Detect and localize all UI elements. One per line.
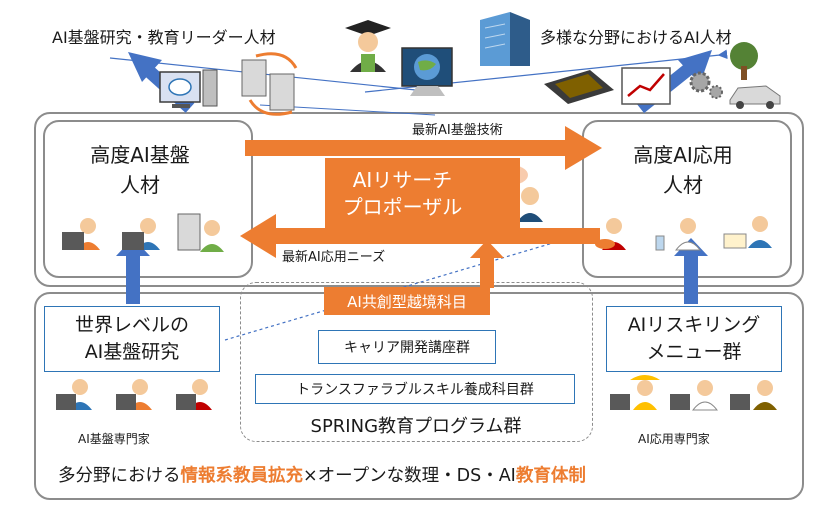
transferable-group-label: トランスファラブルスキル養成科目群 (296, 382, 534, 398)
worker-icon (610, 375, 777, 411)
brain-monitor-icon (159, 69, 218, 108)
spring-program-label: SPRING教育プログラム群 (310, 416, 522, 437)
ai-reskilling-box: AIリスキリング メニュー群 (606, 306, 782, 372)
ai-research-proposal-box: AIリサーチ プロポーザル (325, 158, 520, 230)
arrow-top-label: 最新AI基盤技術 (412, 123, 503, 138)
blue-arrow-right-up-shaft (684, 254, 698, 304)
person-at-pc-icon (62, 218, 160, 250)
career-group-label: キャリア開発講座群 (344, 340, 470, 356)
bottom-statement: 多分野における情報系教員拡充×オープンな数理・DS・AI教育体制 (58, 462, 586, 487)
orange-arrow-up-shaft (480, 255, 494, 288)
right-experts-label: AI応用専門家 (638, 432, 710, 446)
orange-arrow-left-head (240, 214, 276, 258)
world-level-research-box: 世界レベルの AI基盤研究 (44, 306, 220, 372)
building-icon (480, 12, 530, 66)
orange-arrow-up-head (470, 240, 504, 258)
blue-arrow-left-up-shaft (126, 254, 140, 304)
right-box-title: 高度AI応用 人材 (633, 143, 733, 197)
car-icon (729, 85, 781, 109)
globe-monitor-icon (401, 47, 453, 96)
blue-arrow-top-left-head (128, 52, 162, 82)
cross-subject-label: AI共創型越境科目 (347, 292, 467, 311)
orange-arrow-right-head (565, 126, 602, 170)
spring-program-panel (240, 282, 593, 442)
bottom-statement-highlight2: 教育体制 (515, 466, 586, 486)
left-experts-icons (56, 379, 212, 410)
server-icon (241, 52, 298, 116)
tree-icon (730, 42, 758, 80)
bottom-statement-part3: ×オープンな数理・DS・AI (303, 466, 516, 486)
chart-monitor-icon (621, 67, 671, 105)
dashed-connector (224, 231, 591, 341)
orange-arrow-left-shaft (270, 228, 600, 244)
ai-reskilling-label: AIリスキリング メニュー群 (627, 314, 761, 363)
world-level-research-label: 世界レベルの AI基盤研究 (74, 314, 189, 363)
top-left-label: AI基盤研究・教育リーダー人材 (52, 28, 276, 47)
doctor-icon (595, 218, 702, 251)
gears-icon (689, 71, 723, 99)
bottom-statement-highlight1: 情報系教員拡充 (180, 466, 304, 486)
transferable-group-box: トランスファラブルスキル養成科目群 (255, 374, 575, 404)
career-group-box: キャリア開発講座群 (318, 330, 496, 364)
bottom-statement-part1: 多分野における (58, 466, 181, 486)
graduate-icon (345, 20, 391, 72)
top-right-label: 多様な分野におけるAI人材 (540, 28, 732, 47)
researcher-icon (177, 213, 224, 252)
cross-subject-box: AI共創型越境科目 (324, 287, 490, 315)
left-box-title: 高度AI基盤 人材 (90, 143, 190, 197)
nurse-icon (723, 216, 772, 249)
orange-arrow-right-shaft (245, 140, 575, 156)
left-experts-label: AI基盤専門家 (78, 432, 150, 446)
arrow-bottom-label: 最新AI応用ニーズ (282, 250, 386, 265)
blue-arrow-top-right-head (678, 50, 712, 84)
ai-research-proposal-label: AIリサーチ プロポーザル (342, 168, 463, 219)
chip-icon (544, 70, 614, 104)
